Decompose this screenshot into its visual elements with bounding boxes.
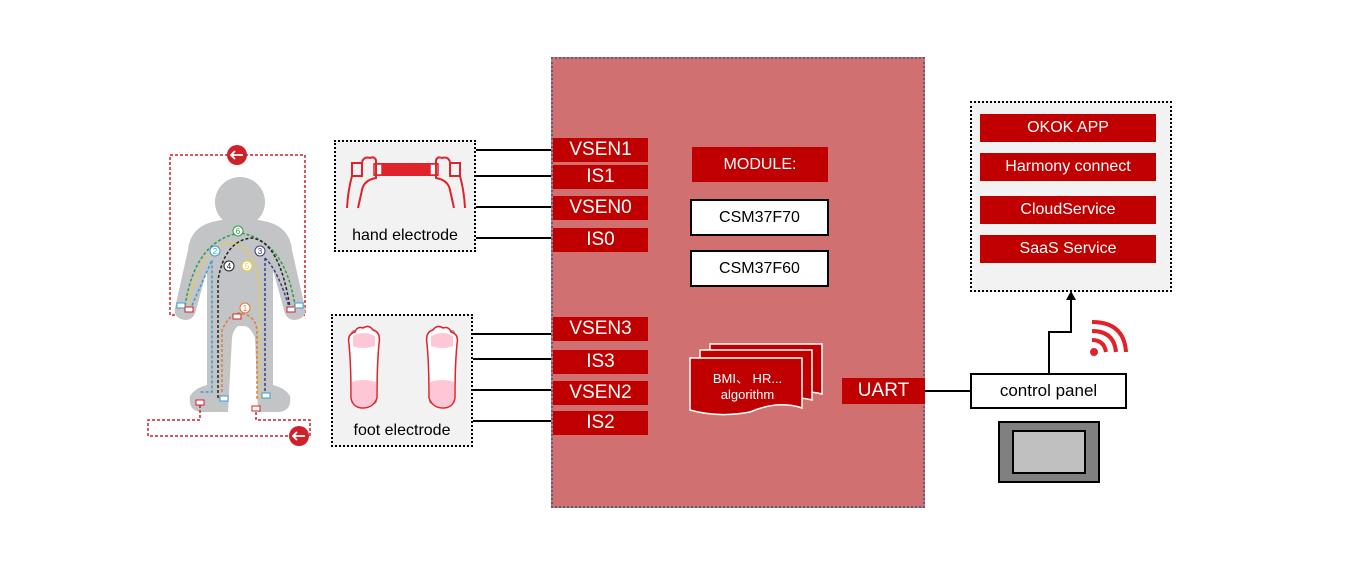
lower-current-loop — [147, 405, 311, 437]
cloud-upload-arrow — [1048, 291, 1076, 373]
pin-is1: IS1 — [553, 165, 648, 189]
path-2-badge: 2 — [213, 247, 218, 256]
path-4-badge: 4 — [227, 262, 232, 271]
pin-is2: IS2 — [553, 411, 648, 435]
pin-vsen1: VSEN1 — [553, 138, 648, 162]
head-shape — [215, 177, 265, 227]
connector-line — [473, 389, 553, 391]
service-cloudservice: CloudService — [980, 196, 1156, 224]
path-4-line — [217, 237, 291, 398]
path-3-badge: 3 — [258, 247, 263, 256]
path-5-badge: 5 — [245, 262, 250, 271]
service-okok-app: OKOK APP — [980, 114, 1156, 142]
module-model-csm37f60: CSM37F60 — [690, 250, 829, 287]
pin-vsen0: VSEN0 — [553, 196, 648, 220]
path-1-badge: 1 — [243, 304, 248, 313]
path-2-line — [189, 259, 213, 393]
algorithm-line2: algorithm — [720, 387, 775, 402]
hand-electrode-label: hand electrode — [352, 227, 458, 244]
hand-electrode-box: hand electrode — [334, 140, 476, 252]
path-1-line — [221, 312, 258, 400]
module-model-csm37f70: CSM37F70 — [690, 199, 829, 236]
uart-connector-line — [925, 390, 971, 392]
control-panel-box: control panel — [970, 373, 1127, 409]
path-6-line — [184, 232, 296, 307]
body-electrode-diagram: 6 2 3 4 5 1 — [147, 145, 311, 446]
service-harmony-connect: Harmony connect — [980, 153, 1156, 181]
connector-line — [476, 237, 553, 239]
connector-line — [476, 149, 553, 151]
algorithm-line1: BMI、 HR... — [712, 371, 783, 386]
pin-vsen2: VSEN2 — [553, 381, 648, 405]
service-saas-service: SaaS Service — [980, 235, 1156, 263]
foot-electrode-icon — [347, 325, 459, 409]
connector-line — [476, 175, 553, 177]
connector-line — [473, 420, 553, 422]
connector-line — [476, 206, 553, 208]
pin-vsen3: VSEN3 — [553, 317, 648, 341]
pin-is0: IS0 — [553, 228, 648, 252]
display-device-icon — [998, 421, 1100, 483]
module-title: MODULE: — [692, 147, 828, 182]
algorithm-docs-icon — [689, 343, 823, 416]
path-6-badge: 6 — [236, 227, 241, 236]
foot-electrode-box: foot electrode — [331, 314, 473, 447]
uart-label: UART — [842, 378, 925, 404]
path-5-line — [187, 241, 261, 400]
foot-electrode-label: foot electrode — [353, 422, 451, 439]
connector-line — [473, 358, 553, 360]
hand-electrode-icon — [346, 156, 466, 209]
pin-is3: IS3 — [553, 350, 648, 374]
wifi-icon — [1090, 320, 1128, 356]
path-3-line — [264, 257, 291, 398]
connector-line — [473, 333, 553, 335]
